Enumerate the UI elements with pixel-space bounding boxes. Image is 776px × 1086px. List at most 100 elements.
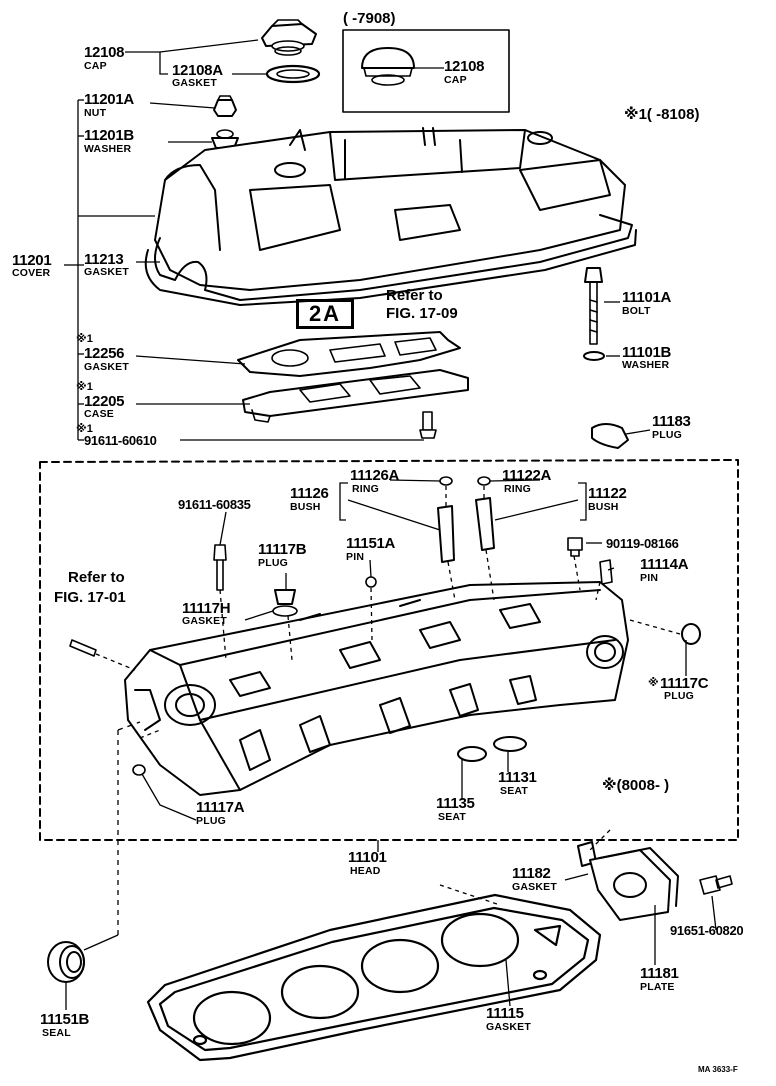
part-number-11117b: 11117B	[258, 541, 307, 558]
part-number-11131: 11131	[498, 769, 537, 786]
part-number-11135: 11135	[436, 795, 475, 812]
part-name-cap-gasket: GASKET	[172, 77, 217, 89]
plug-11117c-icon	[681, 623, 701, 645]
part-number-91611-60610: 91611-60610	[84, 433, 157, 448]
part-number-12108-alt: 12108	[444, 58, 485, 75]
plug-11183-icon	[591, 423, 629, 449]
part-name-bolt: BOLT	[622, 305, 651, 317]
part-number-11151b: 11151B	[40, 1011, 90, 1028]
part-number-11101b: 11101B	[622, 344, 672, 361]
note-marker-1: ※1	[76, 333, 93, 345]
part-name-plug-11183: PLUG	[652, 429, 682, 441]
pin-11114a-icon	[599, 559, 613, 585]
gasket-12256-icon	[237, 331, 461, 377]
part-name-bush-a: BUSH	[290, 501, 321, 513]
bolt-91611-60835-icon	[213, 544, 227, 591]
part-name-seal: SEAL	[42, 1027, 71, 1039]
part-number-11117a: 11117A	[196, 799, 245, 816]
part-name-gasket-11117h: GASKET	[182, 615, 227, 627]
part-name-head-gasket: GASKET	[486, 1021, 531, 1033]
part-name-cover: COVER	[12, 267, 51, 279]
long-bolt-icon	[584, 267, 603, 345]
refer-fig-17-09-line1: Refer to	[386, 287, 443, 304]
part-number-91611-60835: 91611-60835	[178, 497, 251, 512]
part-number-11117c: 11117C	[660, 675, 709, 692]
part-name-plug-11117a: PLUG	[196, 815, 226, 827]
cap-date-range: ( -7908)	[343, 10, 396, 27]
bolt-91611-60610-icon	[419, 411, 437, 439]
refer-fig-17-09-line2: FIG. 17-09	[386, 305, 458, 322]
part-number-11182: 11182	[512, 865, 551, 882]
part-name-gasket-11182: GASKET	[512, 881, 557, 893]
date-range-note-1: ※1( -8108)	[624, 106, 700, 123]
part-number-11122: 11122	[588, 485, 627, 502]
part-number-12205: 12205	[84, 393, 125, 410]
cap-variant-box	[342, 29, 510, 113]
head-gasket-icon	[146, 893, 602, 1062]
part-number-11183: 11183	[652, 413, 691, 430]
part-name-bolt-washer: WASHER	[622, 359, 670, 371]
part-number-90119-08166: 90119-08166	[606, 536, 679, 551]
part-name-washer: WASHER	[84, 143, 132, 155]
part-name-cover-gasket: GASKET	[84, 266, 129, 278]
engine-stamp-2a: 2A	[296, 299, 354, 329]
part-number-11101a: 11101A	[622, 289, 672, 306]
part-number-12108a: 12108A	[172, 62, 223, 79]
part-name-plug-11117c: PLUG	[664, 690, 694, 702]
cap-gasket-ring-icon	[265, 64, 321, 84]
plug-11117b-icon	[272, 589, 298, 617]
cylinder-head-cover-icon	[144, 127, 637, 306]
part-name-ring-a: RING	[352, 483, 380, 495]
part-name-head: HEAD	[350, 865, 381, 877]
refer-fig-17-01-line1: Refer to	[68, 569, 125, 586]
oil-seal-icon	[47, 941, 85, 983]
valve-seat-icons	[457, 736, 527, 762]
bolt-90119-icon	[567, 537, 583, 557]
refer-fig-17-01-line2: FIG. 17-01	[54, 589, 126, 606]
part-name-case: CASE	[84, 408, 114, 420]
stud-bolt-icon	[69, 639, 97, 657]
part-number-11201a: 11201A	[84, 91, 134, 108]
part-name-plug-11117b: PLUG	[258, 557, 288, 569]
part-name-plate: PLATE	[640, 981, 675, 993]
oil-filler-cap-alt-icon	[361, 47, 415, 86]
part-number-11151a: 11151A	[346, 535, 396, 552]
part-name-pin-11151a: PIN	[346, 551, 365, 563]
part-name-pin-11114a: PIN	[640, 572, 659, 584]
bolt-91651-icon	[699, 875, 733, 895]
part-number-11201b: 11201B	[84, 127, 134, 144]
part-number-11126a: 11126A	[350, 467, 400, 484]
part-name-seat-11135: SEAT	[438, 811, 467, 823]
part-number-11117h: 11117H	[182, 600, 231, 617]
part-name-gasket-12256: GASKET	[84, 361, 129, 373]
part-name-ring-b: RING	[504, 483, 532, 495]
cylinder-head-icon	[124, 581, 629, 796]
part-number-12256: 12256	[84, 345, 125, 362]
part-number-11101: 11101	[348, 849, 387, 866]
part-name-bush-b: BUSH	[588, 501, 619, 513]
part-number-91651-60820: 91651-60820	[670, 923, 744, 938]
case-12205-icon	[242, 369, 469, 423]
pin-11151a-icon	[365, 576, 377, 588]
part-number-11114a: 11114A	[640, 556, 689, 573]
part-name-seat-11131: SEAT	[500, 785, 529, 797]
plug-11117a-icon	[132, 764, 146, 776]
note-marker-plug: ※	[648, 677, 659, 689]
part-name-cap: CAP	[84, 60, 107, 72]
bolt-washer-icon	[583, 351, 605, 361]
note-marker-3: ※1	[76, 423, 93, 435]
nut-icon	[213, 95, 237, 117]
part-number-11201: 11201	[12, 252, 52, 269]
part-number-11181: 11181	[640, 965, 679, 982]
part-number-12108-cap: 12108	[84, 44, 125, 61]
date-range-note-2: ※(8008- )	[602, 777, 670, 794]
part-number-11122a: 11122A	[502, 467, 552, 484]
part-name-cap-alt: CAP	[444, 74, 467, 86]
head-assembly-boundary	[39, 459, 739, 841]
part-name-nut: NUT	[84, 107, 107, 119]
oil-filler-cap-icon	[261, 19, 317, 56]
outlet-gasket-plate-icon	[577, 841, 679, 921]
note-marker-2: ※1	[76, 381, 93, 393]
